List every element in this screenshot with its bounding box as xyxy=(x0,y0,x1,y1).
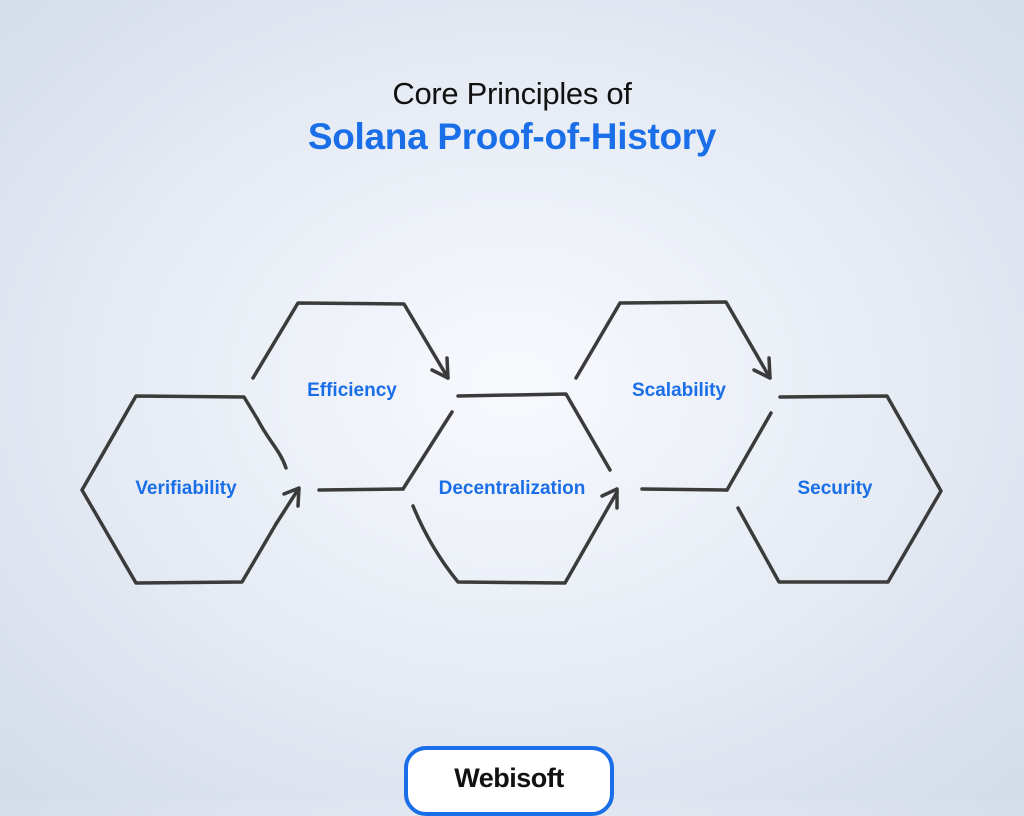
title-line-1: Core Principles of xyxy=(392,76,632,111)
hexagon-decentralization xyxy=(401,392,619,585)
arrow-decentralization-to-scalability xyxy=(600,487,619,510)
node-label-verifiability: Verifiability xyxy=(135,478,237,499)
node-label-efficiency: Efficiency xyxy=(307,380,397,401)
connector-line-2 xyxy=(640,487,729,492)
node-label-scalability: Scalability xyxy=(632,380,726,401)
node-label-security: Security xyxy=(798,478,873,499)
arrow-scalability-to-security xyxy=(752,356,772,380)
hexagon-verifiability xyxy=(80,394,288,585)
brand-logo: Webisoft xyxy=(404,746,614,816)
arrow-verifiability-to-efficiency xyxy=(274,486,301,526)
hexagon-security xyxy=(725,394,943,584)
hexagon-efficiency xyxy=(251,301,450,380)
hexagon-outlines xyxy=(80,300,943,585)
title-line-2: Solana Proof-of-History xyxy=(307,116,717,157)
brand-logo-text: Webisoft xyxy=(454,763,564,793)
hexagon-scalability xyxy=(574,300,772,380)
arrow-efficiency-to-decentralization xyxy=(430,356,450,380)
node-label-decentralization: Decentralization xyxy=(439,478,586,499)
connector-line-1 xyxy=(317,487,405,492)
